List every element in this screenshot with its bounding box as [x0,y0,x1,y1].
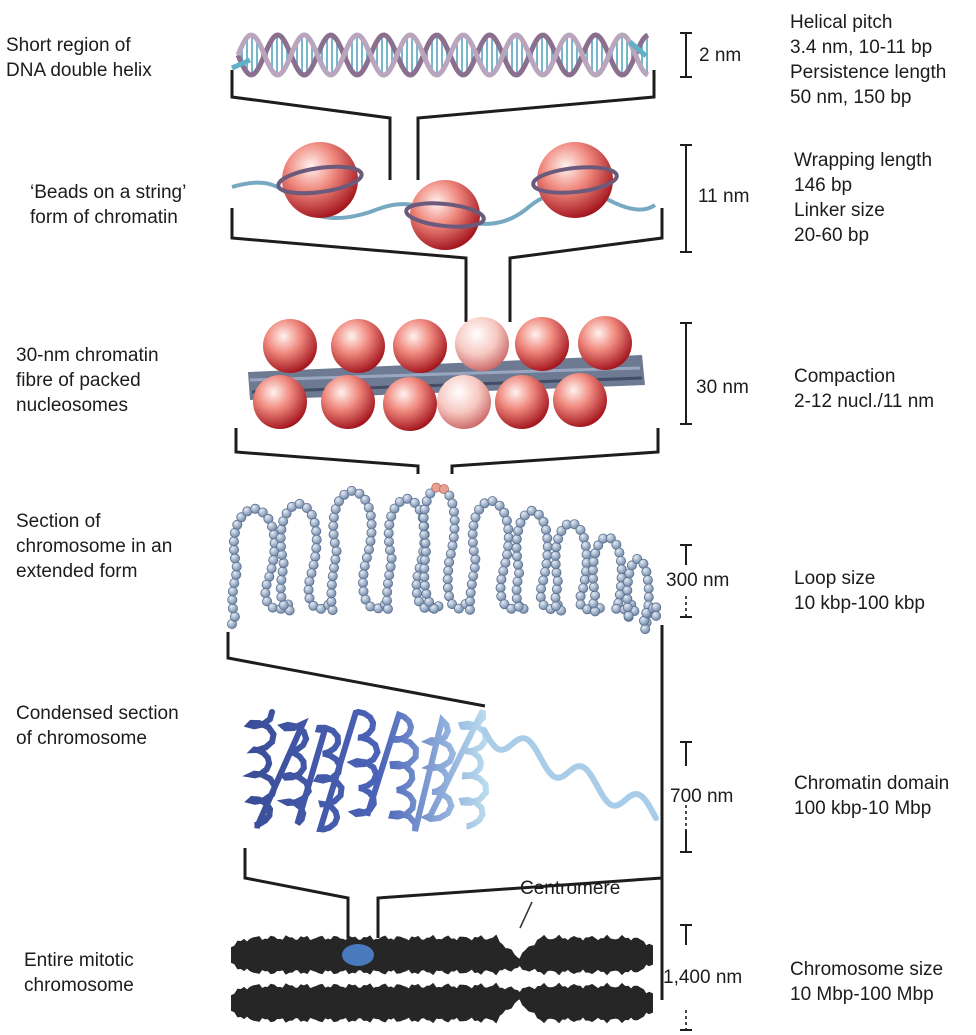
level-4-left-label: Section of chromosome in an extended for… [16,509,172,584]
level-5-right-label: Chromatin domain 100 kbp-10 Mbp [794,771,949,821]
level-3-scale: 30 nm [696,377,749,399]
level-6-right-label: Chromosome size 10 Mbp-100 Mbp [790,957,943,1007]
dna-scale-bar [680,33,692,77]
level-1-scale: 2 nm [699,45,741,67]
level-3-left-label: 30-nm chromatin fibre of packed nucleoso… [16,343,159,418]
level-2-right-label: Wrapping length 146 bp Linker size 20-60… [794,148,932,248]
condensed-chromosome-section [249,711,656,832]
level-2-left-label: ‘Beads on a string’ form of chromatin [30,180,186,230]
level-1-right-label: Helical pitch 3.4 nm, 10-11 bp Persisten… [790,10,946,110]
level-4-right-label: Loop size 10 kbp-100 kbp [794,566,925,616]
chromatin-fibre-30nm [248,316,645,431]
centromere-label: Centromere [520,878,620,900]
level-5-left-label: Condensed section of chromosome [16,701,179,751]
dna-double-helix [232,35,648,75]
level-6-scale: 1,400 nm [663,967,742,989]
beads-scale-bar [680,145,692,252]
level-3-right-label: Compaction 2-12 nucl./11 nm [794,364,934,414]
extended-chromosome-loops [227,483,660,634]
level-4-scale: 300 nm [666,570,729,592]
beads-on-string [232,142,655,250]
level-2-scale: 11 nm [698,186,749,208]
level-1-left-label: Short region of DNA double helix [6,33,152,83]
fibre-scale-bar [680,323,692,424]
level-6-left-label: Entire mitotic chromosome [24,948,134,998]
mitotic-chromosome [232,902,652,1022]
zoom-bracket-3 [236,428,658,474]
level-5-scale: 700 nm [670,786,733,808]
